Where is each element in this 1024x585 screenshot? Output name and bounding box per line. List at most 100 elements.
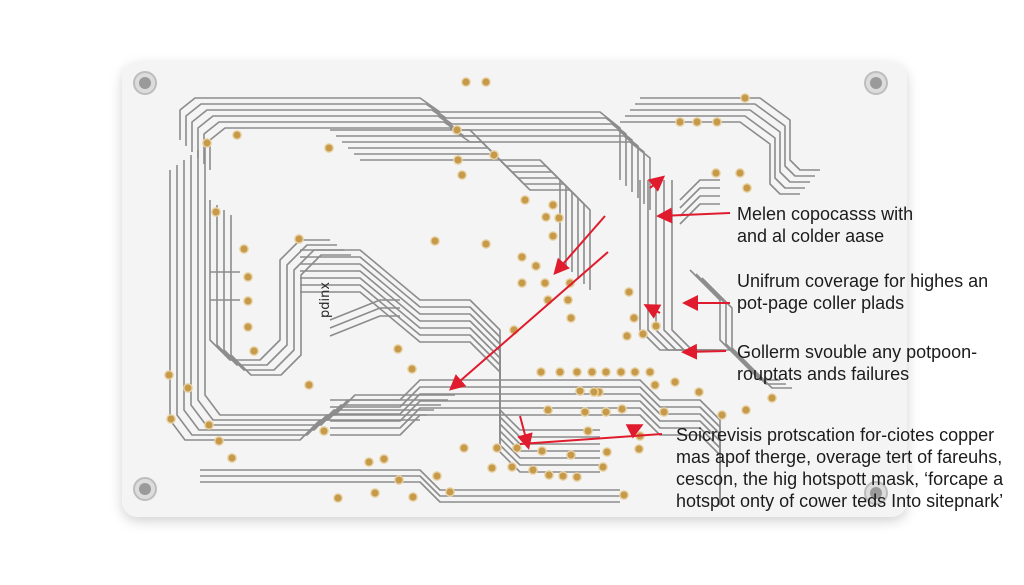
solder-pad (548, 200, 558, 210)
trace-group (169, 97, 820, 505)
arrow-c (647, 175, 666, 192)
solder-pad (394, 475, 404, 485)
trace-line (190, 155, 441, 426)
solder-pad (548, 231, 558, 241)
arrow-j (625, 424, 644, 439)
solder-pad (670, 377, 680, 387)
annotation-3: Gollerm svouble any potpoon- rouptats an… (737, 341, 977, 385)
solder-pad (554, 213, 564, 223)
solder-pad (364, 457, 374, 467)
solder-pad (580, 407, 590, 417)
solder-pad (481, 239, 491, 249)
solder-pad (630, 367, 640, 377)
trace-line (300, 263, 600, 445)
trace-line (204, 145, 455, 416)
solder-pad (243, 296, 253, 306)
annotation-1-line-2: and al colder aase (737, 226, 885, 246)
trace-line (300, 249, 600, 431)
callout-arrows (448, 175, 731, 450)
arrow-f (643, 304, 662, 319)
trace-line (330, 400, 721, 491)
annotation-4: Soicrevisis protscation for-ciotes coppe… (676, 424, 1003, 512)
solder-pad (432, 471, 442, 481)
solder-pad (461, 77, 471, 87)
solder-pad (589, 387, 599, 397)
solder-pad (294, 234, 304, 244)
solder-pad (239, 244, 249, 254)
trace-line (360, 159, 591, 290)
solder-pad (452, 125, 462, 135)
trace-line (330, 414, 721, 505)
solder-pad (619, 490, 629, 500)
solder-pad (407, 364, 417, 374)
arrow-d (656, 207, 731, 224)
trace-line (354, 153, 585, 284)
trace-line (300, 291, 600, 473)
solder-pad (659, 407, 669, 417)
solder-pad (517, 278, 527, 288)
solder-pad (489, 150, 499, 160)
solder-pad (507, 462, 517, 472)
mount-hole-center (139, 483, 151, 495)
solder-pad (598, 462, 608, 472)
solder-pad (520, 195, 530, 205)
trace-line (679, 203, 720, 225)
trace-line (679, 195, 720, 217)
trace-line (209, 127, 651, 210)
trace-line (330, 129, 561, 260)
solder-pad (204, 420, 214, 430)
solder-pad (544, 470, 554, 480)
pad-group (164, 77, 777, 503)
trace-line (330, 393, 721, 484)
solder-pad (481, 77, 491, 87)
solder-pad (319, 426, 329, 436)
solder-pad (617, 404, 627, 414)
solder-pad (692, 117, 702, 127)
solder-pad (650, 380, 660, 390)
solder-pad (324, 143, 334, 153)
trace-line (223, 210, 344, 371)
solder-pad (453, 155, 463, 165)
trace-line (671, 180, 732, 351)
solder-pad (249, 346, 259, 356)
trace-line (330, 386, 721, 477)
solder-pad (629, 313, 639, 323)
solder-pad (634, 444, 644, 454)
solder-pad (575, 386, 585, 396)
solder-pad (166, 414, 176, 424)
solder-pad (742, 183, 752, 193)
solder-pad (651, 321, 661, 331)
solder-pad (536, 367, 546, 377)
solder-pad (243, 272, 253, 282)
solder-pad (243, 322, 253, 332)
mount-hole-center (139, 77, 151, 89)
solder-pad (555, 367, 565, 377)
solder-pad (528, 465, 538, 475)
solder-pad (712, 117, 722, 127)
solder-pad (638, 329, 648, 339)
solder-pad (304, 380, 314, 390)
solder-pad (622, 331, 632, 341)
solder-pad (602, 447, 612, 457)
trace-line (300, 277, 600, 459)
solder-pad (583, 426, 593, 436)
solder-pad (587, 367, 597, 377)
solder-pad (572, 367, 582, 377)
solder-pad (541, 212, 551, 222)
trace-line (216, 205, 337, 366)
solder-pad (645, 367, 655, 377)
solder-pad (531, 261, 541, 271)
solder-pad (717, 410, 727, 420)
trace-line (640, 97, 820, 171)
annotation-4-line-3: cescon, the hig hotspott mask, ‘forcape … (676, 469, 1004, 489)
solder-pad (211, 207, 221, 217)
annotation-2-line-2: pot-page coller plads (737, 293, 905, 313)
solder-pad (333, 493, 343, 503)
solder-pad (711, 168, 721, 178)
solder-pad (740, 93, 750, 103)
arrow-i (517, 415, 533, 450)
trace-line (330, 407, 721, 498)
solder-pad (558, 471, 568, 481)
solder-pad (183, 383, 193, 393)
trace-line (179, 97, 621, 180)
